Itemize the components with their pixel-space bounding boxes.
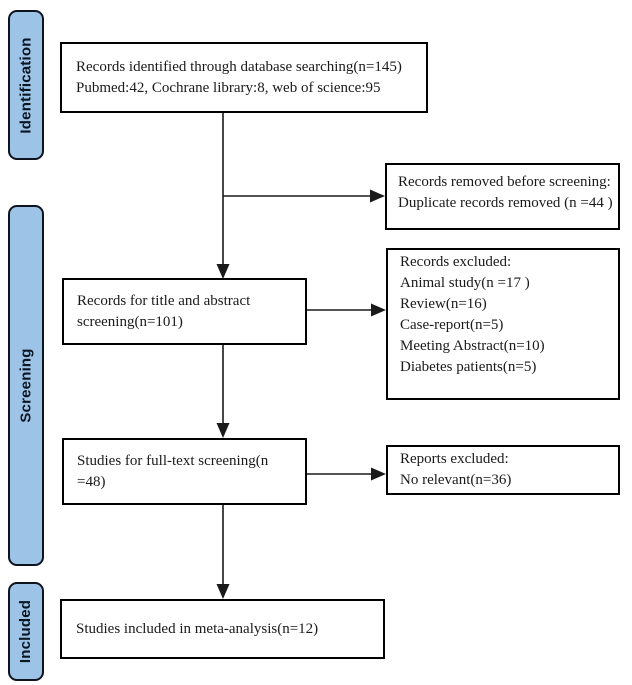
box-records-excluded-line-6: Diabetes patients(n=5) <box>400 359 537 375</box>
box-records-excluded-line-1: Records excluded: <box>400 254 512 270</box>
box-title-abstract-screening: Records for title and abstract screening… <box>62 278 307 345</box>
box-included-meta-analysis: Studies included in meta-analysis(n=12) <box>60 599 385 659</box>
stage-label-included: Included <box>8 582 44 681</box>
box-reports-excluded: Reports excluded: No relevant(n=36) <box>386 445 620 495</box>
box-full-text-screening: Studies for full-text screening(n =48) <box>62 438 307 505</box>
stage-label-included-text: Included <box>17 599 35 664</box>
stage-label-identification: Identification <box>8 10 44 160</box>
box-reports-excluded-line-1: Reports excluded: <box>400 451 509 467</box>
box-records-removed: Records removed before screening: Duplic… <box>385 163 620 230</box>
box-records-excluded-line-5: Meeting Abstract(n=10) <box>400 338 545 354</box>
box-records-identified: Records identified through database sear… <box>60 42 428 113</box>
box-records-excluded: Records excluded: Animal study(n =17 ) R… <box>386 248 620 400</box>
box-full-text-screening-text: Studies for full-text screening(n =48) <box>77 452 269 490</box>
box-records-excluded-line-3: Review(n=16) <box>400 296 487 312</box>
box-title-abstract-screening-text: Records for title and abstract screening… <box>77 292 251 330</box>
box-records-removed-line-1: Records removed before screening: <box>398 173 611 190</box>
stage-label-screening-text: Screening <box>17 348 35 423</box>
box-records-excluded-line-4: Case-report(n=5) <box>400 317 504 333</box>
box-records-identified-line-2: Pubmed:42, Cochrane library:8, web of sc… <box>76 79 381 96</box>
box-records-identified-line-1: Records identified through database sear… <box>76 58 402 75</box>
box-reports-excluded-line-2: No relevant(n=36) <box>400 472 512 488</box>
stage-label-screening: Screening <box>8 205 44 566</box>
box-included-meta-analysis-text: Studies included in meta-analysis(n=12) <box>76 620 319 637</box>
stage-label-identification-text: Identification <box>17 36 35 134</box>
box-records-excluded-line-2: Animal study(n =17 ) <box>400 275 530 291</box>
box-records-removed-line-2: Duplicate records removed (n =44 ) <box>398 194 613 211</box>
